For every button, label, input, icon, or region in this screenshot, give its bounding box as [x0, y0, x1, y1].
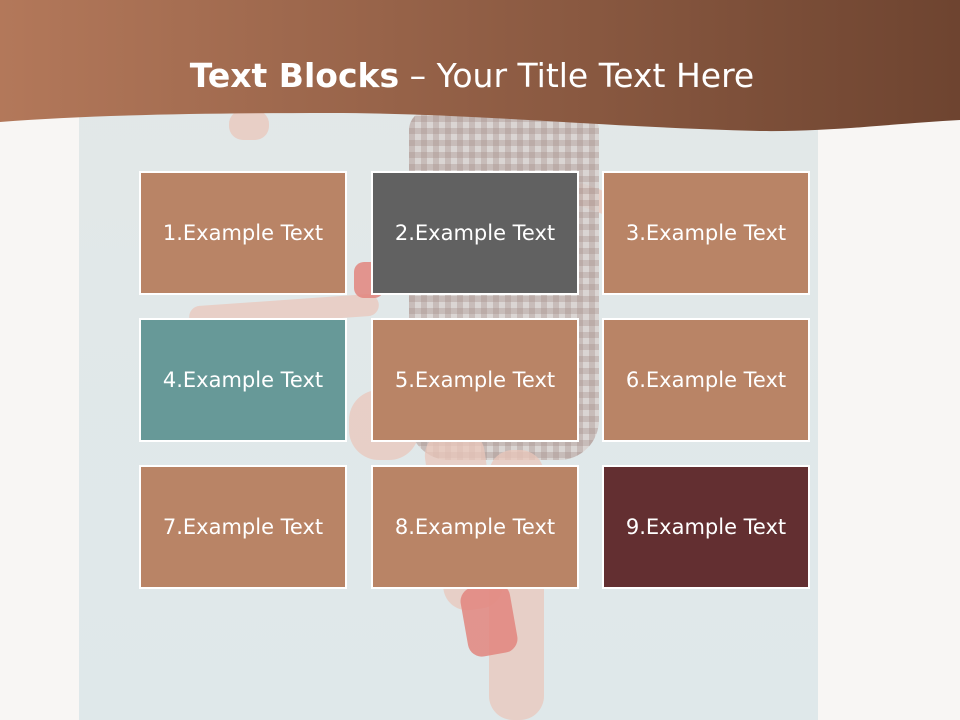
- text-block-7: 7.Example Text: [139, 465, 347, 589]
- text-block-8: 8.Example Text: [371, 465, 579, 589]
- title-band-shape: [0, 0, 960, 132]
- text-block-3: 3.Example Text: [602, 171, 810, 295]
- text-block-6: 6.Example Text: [602, 318, 810, 442]
- title-dash: –: [399, 56, 437, 95]
- text-block-2: 2.Example Text: [371, 171, 579, 295]
- text-block-9: 9.Example Text: [602, 465, 810, 589]
- title-rest: Your Title Text Here: [436, 56, 755, 95]
- text-block-1: 1.Example Text: [139, 171, 347, 295]
- text-block-label: 3.Example Text: [625, 221, 787, 245]
- text-block-label: 4.Example Text: [162, 368, 324, 392]
- text-block-label: 2.Example Text: [394, 221, 556, 245]
- text-block-label: 7.Example Text: [162, 515, 324, 539]
- text-block-label: 5.Example Text: [394, 368, 556, 392]
- text-block-5: 5.Example Text: [371, 318, 579, 442]
- text-block-4: 4.Example Text: [139, 318, 347, 442]
- text-block-label: 6.Example Text: [625, 368, 787, 392]
- text-block-label: 1.Example Text: [162, 221, 324, 245]
- page-title: Text Blocks – Your Title Text Here: [0, 56, 944, 96]
- title-band: [0, 0, 960, 132]
- photo-arm-top: [229, 110, 269, 140]
- text-block-label: 8.Example Text: [394, 515, 556, 539]
- text-block-label: 9.Example Text: [625, 515, 787, 539]
- title-bold: Text Blocks: [189, 56, 400, 95]
